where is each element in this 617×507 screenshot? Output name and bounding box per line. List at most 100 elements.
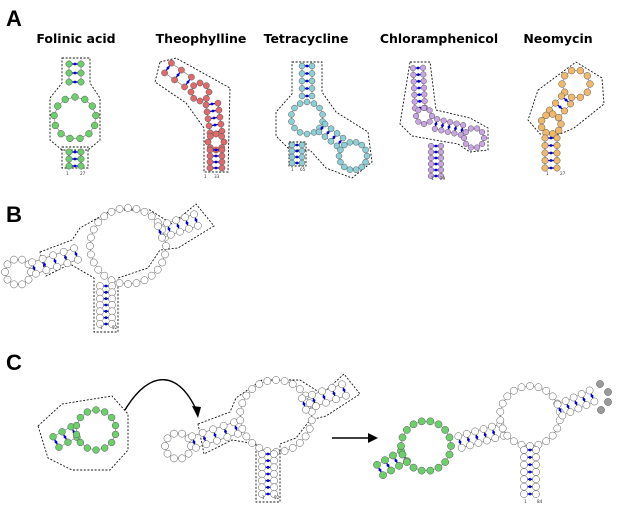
helix-nucleotide — [474, 439, 483, 447]
loop-nucleotide — [94, 218, 103, 227]
loop-nucleotide — [203, 95, 210, 102]
loop-nucleotide — [583, 72, 591, 80]
chloramphenicol-num-end: 29 — [440, 176, 446, 181]
helix-nucleotide — [520, 460, 528, 469]
neomycin-num-end: 27 — [560, 171, 566, 176]
base-pair-dot — [73, 164, 77, 168]
base-pair-dot — [295, 143, 299, 147]
base-pair-dot — [266, 492, 270, 496]
loop-nucleotide — [132, 279, 141, 287]
base-pair-dot — [434, 156, 438, 160]
folinic-acid-stem-box — [61, 146, 89, 169]
loop-nucleotide — [72, 430, 81, 439]
loop-nucleotide — [190, 82, 197, 89]
helix-nucleotide — [258, 483, 266, 492]
loop-nucleotide — [18, 280, 26, 289]
helix-nucleotide — [420, 71, 427, 78]
helix-nucleotide — [206, 164, 214, 172]
helix-nucleotide — [288, 147, 296, 155]
helix-nucleotide — [327, 125, 335, 132]
base-pair-dot — [176, 224, 180, 228]
base-pair-dot — [266, 465, 270, 469]
helix-nucleotide — [49, 433, 57, 441]
base-pair-dot — [54, 440, 58, 444]
helix-nucleotide — [258, 470, 266, 478]
helix-nucleotide — [270, 456, 278, 465]
loop-nucleotide — [412, 112, 420, 120]
helix-nucleotide — [541, 142, 549, 149]
loop-nucleotide — [161, 442, 169, 450]
loop-nucleotide — [89, 258, 98, 267]
helix-nucleotide — [58, 428, 66, 436]
base-pair-dot — [176, 73, 180, 77]
helix-nucleotide — [553, 164, 561, 172]
base-pair-dot — [186, 80, 190, 84]
helix-nucleotide — [427, 172, 435, 180]
loop-nucleotide — [218, 132, 226, 140]
merge-arrow — [124, 379, 199, 415]
helix-nucleotide — [437, 154, 445, 162]
loop-nucleotide — [83, 408, 91, 416]
base-pair-dot — [266, 452, 270, 456]
base-pair-dot — [326, 131, 330, 135]
helix-nucleotide — [541, 149, 549, 157]
loop-nucleotide — [163, 449, 172, 458]
loop-nucleotide — [362, 146, 369, 154]
loop-nucleotide — [310, 100, 318, 107]
base-pair-dot — [332, 135, 336, 139]
loop-nucleotide — [170, 429, 178, 438]
panel-c-mid-num-end: 52 — [274, 495, 280, 500]
loop-nucleotide — [568, 93, 576, 101]
loop-nucleotide — [303, 98, 311, 106]
loop-nucleotide — [288, 380, 297, 388]
helix-nucleotide — [308, 85, 316, 92]
loop-nucleotide — [548, 392, 557, 401]
base-pair-dot — [266, 459, 270, 463]
helix-nucleotide — [218, 158, 226, 166]
base-pair-dot — [74, 252, 78, 256]
loop-nucleotide — [196, 79, 204, 87]
helix-nucleotide — [479, 425, 488, 433]
loop-nucleotide — [526, 382, 534, 390]
loop-nucleotide — [85, 130, 93, 138]
helix-nucleotide — [258, 463, 266, 472]
base-pair-dot — [73, 62, 77, 66]
base-pair-dot — [475, 435, 479, 439]
helix-nucleotide — [298, 77, 306, 85]
loop-nucleotide — [178, 454, 186, 463]
loop-nucleotide — [94, 265, 103, 274]
base-pair-dot — [166, 66, 170, 70]
loop-nucleotide — [445, 450, 454, 459]
tetracycline-num-end: 65 — [300, 167, 306, 172]
grey-nucleotide — [604, 388, 612, 396]
base-pair-dot — [213, 123, 217, 127]
base-pair-dot — [234, 426, 238, 430]
tetracycline-box — [275, 61, 373, 179]
helix-nucleotide — [77, 60, 85, 68]
helix-nucleotide — [65, 162, 73, 170]
helix-nucleotide — [158, 233, 166, 242]
loop-nucleotide — [61, 95, 69, 104]
helix-nucleotide — [65, 155, 73, 163]
base-pair-dot — [582, 398, 586, 401]
base-pair-dot — [73, 80, 77, 84]
loop-nucleotide — [517, 383, 526, 392]
loop-nucleotide — [161, 250, 169, 259]
helix-nucleotide — [427, 166, 435, 174]
base-pair-dot — [417, 79, 421, 83]
loop-nucleotide — [87, 233, 95, 242]
loop-nucleotide — [402, 426, 411, 434]
helix-nucleotide — [298, 153, 306, 161]
base-pair-dot — [418, 99, 422, 103]
loop-nucleotide — [397, 442, 405, 450]
helix-nucleotide — [190, 210, 198, 219]
panel-c-final-num-end: 84 — [537, 499, 543, 504]
helix-nucleotide — [55, 443, 63, 451]
loop-nucleotide — [498, 399, 507, 408]
helix-nucleotide — [181, 83, 188, 91]
loop-nucleotide — [426, 118, 433, 125]
base-pair-dot — [394, 459, 398, 463]
base-pair-dot — [104, 316, 108, 320]
helix-nucleotide — [532, 460, 540, 469]
helix-nucleotide — [65, 69, 73, 77]
